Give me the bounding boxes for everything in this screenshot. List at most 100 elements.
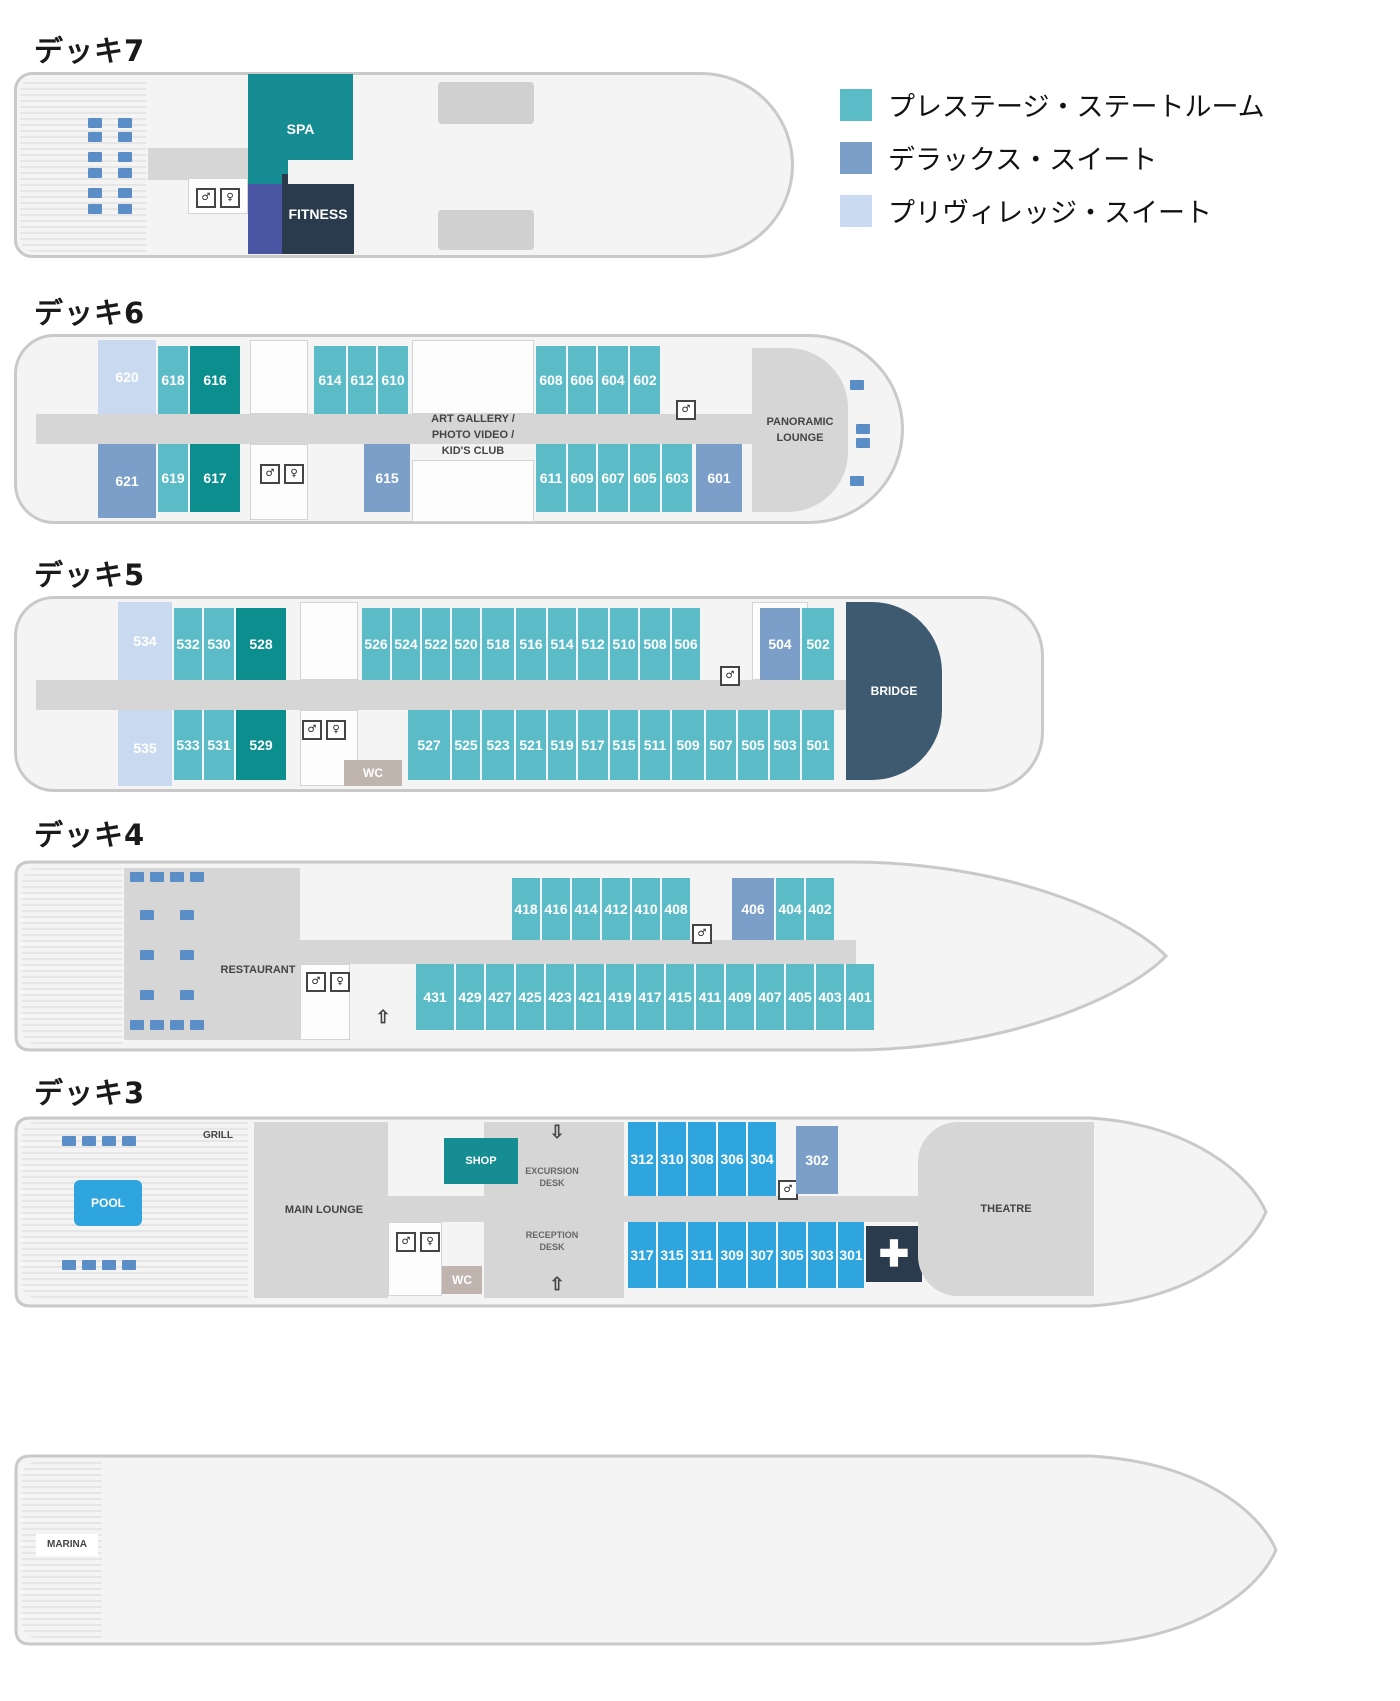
cabin-605[interactable]: 605 bbox=[630, 444, 662, 512]
cabin-402[interactable]: 402 bbox=[806, 878, 836, 940]
cabin-523[interactable]: 523 bbox=[482, 710, 516, 780]
cabin-317[interactable]: 317 bbox=[628, 1222, 658, 1288]
cabin-501[interactable]: 501 bbox=[802, 710, 836, 780]
cabin-306[interactable]: 306 bbox=[718, 1122, 748, 1196]
cabin-516[interactable]: 516 bbox=[516, 608, 548, 680]
cabin-521[interactable]: 521 bbox=[516, 710, 548, 780]
cabin-530[interactable]: 530 bbox=[204, 608, 236, 680]
cabin-409[interactable]: 409 bbox=[726, 964, 756, 1030]
cabin-610[interactable]: 610 bbox=[378, 346, 410, 414]
cabin-401[interactable]: 401 bbox=[846, 964, 876, 1030]
cabin-618[interactable]: 618 bbox=[158, 346, 190, 414]
cabin-527[interactable]: 527 bbox=[408, 710, 452, 780]
cabin-503[interactable]: 503 bbox=[770, 710, 802, 780]
cabin-419[interactable]: 419 bbox=[606, 964, 636, 1030]
cabin-407[interactable]: 407 bbox=[756, 964, 786, 1030]
cabin-311[interactable]: 311 bbox=[688, 1222, 718, 1288]
cabin-304[interactable]: 304 bbox=[748, 1122, 778, 1196]
cabin-417[interactable]: 417 bbox=[636, 964, 666, 1030]
cabin-307[interactable]: 307 bbox=[748, 1222, 778, 1288]
cabin-525[interactable]: 525 bbox=[452, 710, 482, 780]
cabin-411[interactable]: 411 bbox=[696, 964, 726, 1030]
cabin-414[interactable]: 414 bbox=[572, 878, 602, 940]
cabin-421[interactable]: 421 bbox=[576, 964, 606, 1030]
cabin-416[interactable]: 416 bbox=[542, 878, 572, 940]
deck3-title: デッキ3 bbox=[34, 1076, 146, 1110]
legend-label-prestige: プレステージ・ステートルーム bbox=[888, 92, 1265, 123]
cabin-315[interactable]: 315 bbox=[658, 1222, 688, 1288]
cabin-601[interactable]: 601 bbox=[696, 444, 744, 512]
cabin-620[interactable]: 620 bbox=[98, 340, 158, 414]
cabin-301[interactable]: 301 bbox=[838, 1222, 866, 1288]
cabin-512[interactable]: 512 bbox=[578, 608, 610, 680]
cabin-427[interactable]: 427 bbox=[486, 964, 516, 1030]
cabin-423[interactable]: 423 bbox=[546, 964, 576, 1030]
cabin-532[interactable]: 532 bbox=[174, 608, 204, 680]
cabin-404[interactable]: 404 bbox=[776, 878, 806, 940]
cabin-604[interactable]: 604 bbox=[598, 346, 630, 414]
main-lounge: MAIN LOUNGE bbox=[284, 1204, 364, 1216]
cabin-408[interactable]: 408 bbox=[662, 878, 692, 940]
cabin-303[interactable]: 303 bbox=[808, 1222, 838, 1288]
cabin-616[interactable]: 616 bbox=[190, 346, 242, 414]
cabin-519[interactable]: 519 bbox=[548, 710, 578, 780]
cabin-526[interactable]: 526 bbox=[362, 608, 392, 680]
cabin-611[interactable]: 611 bbox=[536, 444, 568, 512]
cabin-508[interactable]: 508 bbox=[640, 608, 672, 680]
cabin-534[interactable]: 534 bbox=[118, 602, 174, 680]
cabin-614[interactable]: 614 bbox=[314, 346, 348, 414]
cabin-418[interactable]: 418 bbox=[512, 878, 542, 940]
cabin-533[interactable]: 533 bbox=[174, 710, 204, 780]
cabin-524[interactable]: 524 bbox=[392, 608, 422, 680]
cabin-502[interactable]: 502 bbox=[802, 608, 836, 680]
cabin-609[interactable]: 609 bbox=[568, 444, 598, 512]
cabin-517[interactable]: 517 bbox=[578, 710, 610, 780]
cabin-531[interactable]: 531 bbox=[204, 710, 236, 780]
cabin-615[interactable]: 615 bbox=[364, 444, 412, 512]
cabin-425[interactable]: 425 bbox=[516, 964, 546, 1030]
cabin-415[interactable]: 415 bbox=[666, 964, 696, 1030]
cabin-535[interactable]: 535 bbox=[118, 710, 174, 786]
cabin-504[interactable]: 504 bbox=[760, 608, 802, 680]
cabin-410[interactable]: 410 bbox=[632, 878, 662, 940]
cabin-608[interactable]: 608 bbox=[536, 346, 568, 414]
cabin-429[interactable]: 429 bbox=[456, 964, 486, 1030]
cabin-603[interactable]: 603 bbox=[662, 444, 694, 512]
cabin-506[interactable]: 506 bbox=[672, 608, 702, 680]
cabin-310[interactable]: 310 bbox=[658, 1122, 688, 1196]
cabin-510[interactable]: 510 bbox=[610, 608, 640, 680]
legend-label-privilege: プリヴィレッジ・スイート bbox=[888, 198, 1212, 229]
cabin-518[interactable]: 518 bbox=[482, 608, 516, 680]
cabin-520[interactable]: 520 bbox=[452, 608, 482, 680]
cabin-308[interactable]: 308 bbox=[688, 1122, 718, 1196]
cabin-309[interactable]: 309 bbox=[718, 1222, 748, 1288]
restroom-icon: ♂ bbox=[196, 188, 216, 208]
cabin-511[interactable]: 511 bbox=[640, 710, 672, 780]
cabin-621[interactable]: 621 bbox=[98, 444, 158, 518]
cabin-403[interactable]: 403 bbox=[816, 964, 846, 1030]
cabin-617[interactable]: 617 bbox=[190, 444, 242, 512]
cabin-505[interactable]: 505 bbox=[738, 710, 770, 780]
cabin-612[interactable]: 612 bbox=[348, 346, 378, 414]
cabin-529[interactable]: 529 bbox=[236, 710, 288, 780]
cabin-619[interactable]: 619 bbox=[158, 444, 190, 512]
cabin-515[interactable]: 515 bbox=[610, 710, 640, 780]
cabin-412[interactable]: 412 bbox=[602, 878, 632, 940]
restroom-icon: ♂ bbox=[692, 924, 712, 944]
cabin-528[interactable]: 528 bbox=[236, 608, 288, 680]
cabin-509[interactable]: 509 bbox=[672, 710, 706, 780]
cabin-406[interactable]: 406 bbox=[732, 878, 776, 940]
cabin-431[interactable]: 431 bbox=[416, 964, 456, 1030]
cabin-606[interactable]: 606 bbox=[568, 346, 598, 414]
cabin-607[interactable]: 607 bbox=[598, 444, 630, 512]
cabin-312[interactable]: 312 bbox=[628, 1122, 658, 1196]
cabin-302[interactable]: 302 bbox=[796, 1126, 840, 1194]
cabin-507[interactable]: 507 bbox=[706, 710, 738, 780]
cabin-305[interactable]: 305 bbox=[778, 1222, 808, 1288]
cabin-514[interactable]: 514 bbox=[548, 608, 578, 680]
cabin-522[interactable]: 522 bbox=[422, 608, 452, 680]
restroom-icon: ♂ bbox=[302, 720, 322, 740]
restroom-icon: ♀ bbox=[330, 972, 350, 992]
cabin-405[interactable]: 405 bbox=[786, 964, 816, 1030]
cabin-602[interactable]: 602 bbox=[630, 346, 662, 414]
